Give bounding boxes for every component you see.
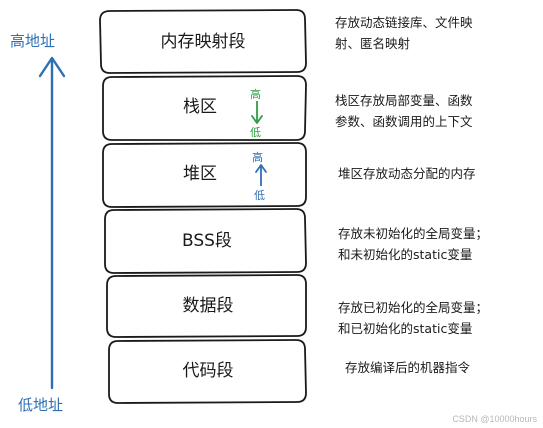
- segment-heap: 堆区 高 低: [102, 142, 307, 208]
- segment-data: 数据段: [106, 274, 307, 338]
- address-axis-arrowhead: [38, 56, 66, 78]
- description-line: 和未初始化的static变量: [338, 247, 473, 262]
- segment-memory-mapping: 内存映射段: [99, 9, 307, 74]
- description-line: 存放已初始化的全局变量；: [338, 300, 489, 315]
- low-address-label: 低地址: [18, 396, 63, 414]
- stack-growth-from: 高: [250, 87, 261, 101]
- segment-stack: 栈区 高 低: [102, 75, 307, 141]
- description-line: 堆区存放动态分配的内存: [338, 166, 476, 181]
- high-address-label: 高地址: [10, 32, 55, 50]
- segment-box: [102, 75, 307, 141]
- segment-box: [99, 9, 307, 74]
- segment-label: 代码段: [183, 361, 234, 381]
- description-line: 射、匿名映射: [335, 36, 411, 51]
- watermark: CSDN @10000hours: [452, 414, 537, 424]
- description-line: 存放动态链接库、文件映: [335, 15, 473, 30]
- heap-growth-to: 高: [252, 150, 263, 164]
- stack-growth-arrowhead: [251, 115, 263, 124]
- segment-label: 内存映射段: [161, 32, 246, 52]
- stack-growth-indicator: 高 低: [250, 87, 263, 139]
- description-line: 存放编译后的机器指令: [345, 360, 471, 375]
- heap-growth-arrowhead: [255, 164, 267, 173]
- segment-box: [104, 208, 307, 274]
- description-code: 存放编译后的机器指令: [345, 357, 470, 378]
- description-bss: 存放未初始化的全局变量； 和未初始化的static变量: [338, 223, 488, 265]
- description-line: 参数、函数调用的上下文: [335, 114, 473, 129]
- description-data: 存放已初始化的全局变量； 和已初始化的static变量: [338, 297, 488, 339]
- segment-box: [108, 339, 307, 404]
- description-memory-mapping: 存放动态链接库、文件映 射、匿名映射: [335, 12, 473, 54]
- description-line: 栈区存放局部变量、函数: [335, 93, 473, 108]
- segment-code: 代码段: [108, 339, 307, 404]
- description-line: 存放未初始化的全局变量；: [338, 226, 489, 241]
- segment-box: [106, 274, 307, 338]
- stack-growth-to: 低: [250, 126, 261, 139]
- description-line: 和已初始化的static变量: [338, 321, 473, 336]
- address-axis: 高地址 低地址: [10, 32, 66, 414]
- segment-label: 堆区: [183, 164, 217, 184]
- segment-label: 栈区: [183, 97, 217, 117]
- description-stack: 栈区存放局部变量、函数 参数、函数调用的上下文: [335, 90, 473, 132]
- segment-box: [102, 142, 307, 208]
- segment-label: BSS段: [182, 231, 232, 251]
- segment-label: 数据段: [183, 296, 234, 316]
- heap-growth-from: 低: [254, 189, 265, 202]
- heap-growth-indicator: 高 低: [252, 150, 267, 202]
- description-heap: 堆区存放动态分配的内存: [338, 163, 476, 184]
- segment-bss: BSS段: [104, 208, 307, 274]
